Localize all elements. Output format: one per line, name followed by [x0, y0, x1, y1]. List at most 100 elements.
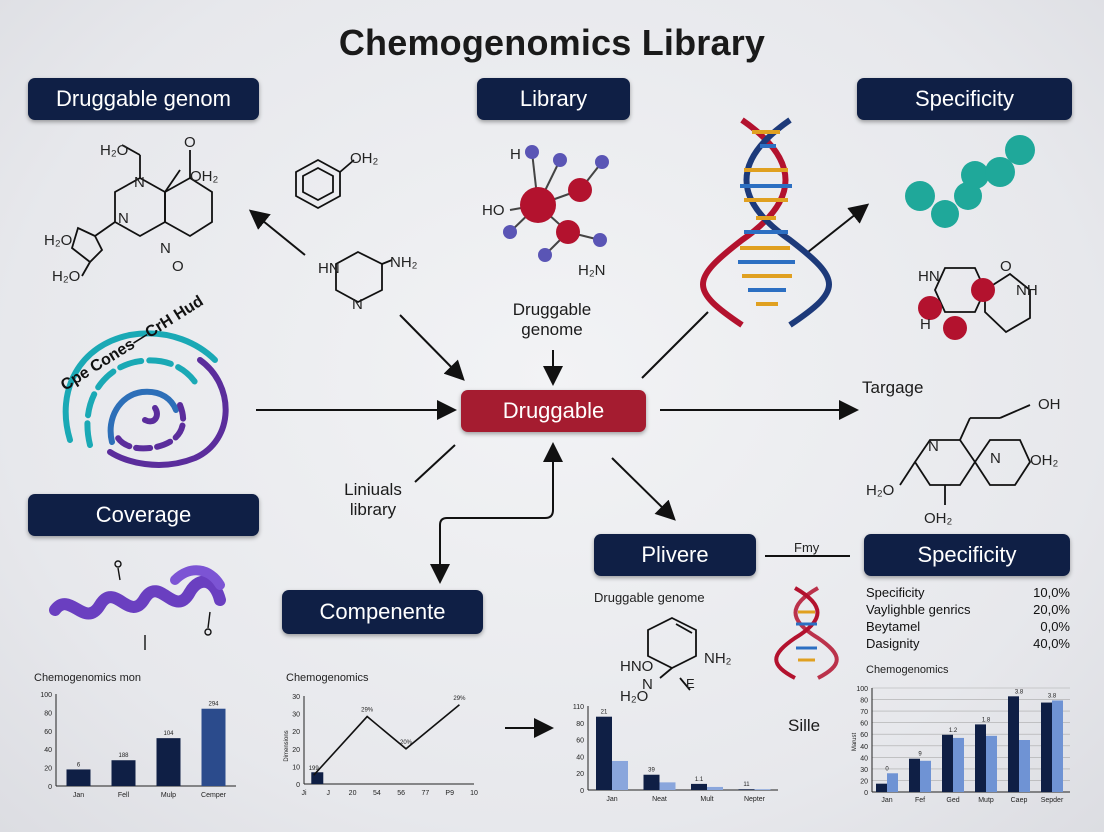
stats-label: Dasignity — [866, 636, 920, 651]
data-label: 1.8 — [982, 717, 991, 723]
y-tick-label: 30 — [292, 712, 300, 719]
y-tick-label: 0 — [580, 788, 584, 795]
atom-label: NH₂ — [390, 254, 418, 271]
data-label: 3.8 — [1048, 693, 1057, 699]
atom-label: H₂O — [100, 142, 129, 159]
box-specificity-bottom: Specificity — [864, 534, 1070, 576]
molecule-2-structure — [295, 158, 355, 210]
molecule-7-structure — [647, 616, 697, 691]
box-library: Library — [477, 78, 630, 120]
molecule-5-structure — [934, 267, 1031, 334]
teal-bead-chain — [905, 135, 1035, 228]
y-tick-label: 60 — [860, 721, 868, 728]
bar — [754, 789, 771, 790]
atom-label: NH₂ — [704, 650, 732, 667]
bar — [659, 782, 676, 790]
label-druggable-genome-small: Druggable genome — [594, 590, 705, 605]
dna-helix-large — [700, 117, 832, 328]
data-label: 294 — [208, 702, 219, 708]
atom-label: OH₂ — [190, 168, 219, 185]
data-label: 6 — [77, 762, 81, 768]
point-label: 20% — [400, 740, 413, 746]
atom-label: HO — [482, 202, 505, 219]
atom-label: HNO — [620, 658, 654, 675]
stats-value: 0,0% — [1040, 619, 1070, 634]
bar — [156, 738, 181, 786]
dna-helix-small — [774, 586, 839, 680]
atom-label: N — [134, 174, 145, 191]
label-druggable: Druggable — [512, 300, 592, 319]
chart-4-title: Chemogenomics — [866, 664, 949, 676]
box-coverage: Coverage — [28, 494, 259, 536]
y-tick-label: 20 — [576, 771, 584, 778]
bar — [66, 769, 91, 786]
bar — [738, 789, 755, 790]
bar — [1052, 700, 1063, 792]
x-tick-label: Ged — [946, 797, 959, 804]
chart-2-title: Chemogenomics — [286, 672, 369, 684]
y-tick-label: 20 — [860, 778, 868, 785]
stats-label: Specificity — [866, 585, 925, 600]
x-tick-label: 10 — [470, 790, 478, 797]
bar — [1019, 740, 1030, 792]
bar — [986, 735, 997, 792]
label-liniuals-library: Liniuals library — [320, 480, 426, 520]
x-tick-label: Mutp — [978, 797, 994, 804]
stats-label: Vaylighble genrics — [866, 602, 971, 617]
x-tick-label: Jan — [881, 797, 892, 804]
line-center-to-liniuals — [414, 444, 456, 483]
x-tick-label: 54 — [373, 790, 381, 797]
protein-sidechains — [114, 560, 212, 650]
atom-label: OH₂ — [1030, 452, 1059, 469]
x-tick-label: P9 — [445, 790, 454, 797]
bar — [876, 783, 887, 792]
label-sille: Sille — [788, 716, 821, 735]
x-tick-label: Ji — [301, 790, 307, 797]
arrow-to-druggable-genome — [248, 209, 306, 256]
y-tick-label: 10 — [292, 764, 300, 771]
bar — [691, 783, 707, 790]
y-tick-label: 0 — [48, 784, 52, 791]
y-tick-label: 110 — [573, 704, 584, 711]
bar — [920, 760, 931, 792]
atom-label: O — [172, 258, 184, 275]
atom-label: E — [686, 676, 695, 691]
data-label: 39 — [648, 768, 655, 774]
atom-label: H₂N — [578, 262, 606, 279]
x-tick-label: Sepder — [1041, 797, 1064, 804]
point-label: 29% — [453, 696, 466, 702]
atom-label: OH — [1038, 396, 1061, 413]
x-tick-label: Mult — [700, 796, 713, 803]
y-tick-label: 40 — [860, 744, 868, 751]
y-tick-label: 60 — [576, 738, 584, 745]
atom-label: N — [118, 210, 129, 227]
point-label: 29% — [361, 708, 374, 714]
y-tick-label: 100 — [40, 692, 52, 699]
box-compenente: Compenente — [282, 590, 483, 634]
atom-label: H₂O — [866, 482, 895, 499]
bar — [707, 786, 723, 790]
atom-label: H₂O — [44, 232, 73, 249]
data-label: 21 — [601, 710, 608, 716]
atom-label: O — [1000, 258, 1012, 275]
arrow-dna-to-specificity — [807, 203, 870, 253]
y-tick-label: 60 — [44, 729, 52, 736]
x-tick-label: Nepter — [744, 796, 766, 803]
stats-row: Vaylighble genrics 20,0% — [866, 601, 1070, 618]
atom-label: N — [160, 240, 171, 257]
arrow-piperazine-to-center — [399, 314, 465, 381]
bar — [201, 708, 226, 786]
x-tick-label: Caep — [1011, 797, 1028, 804]
stats-value: 20,0% — [1033, 602, 1070, 617]
bar — [643, 774, 660, 790]
coverage-swirl — [62, 330, 229, 468]
y-axis-label: Dimensions — [284, 730, 290, 761]
x-tick-label: Mulp — [161, 792, 176, 799]
atom-label: N — [642, 676, 653, 693]
x-tick-label: Neat — [652, 796, 667, 803]
protein-helix — [49, 565, 226, 620]
